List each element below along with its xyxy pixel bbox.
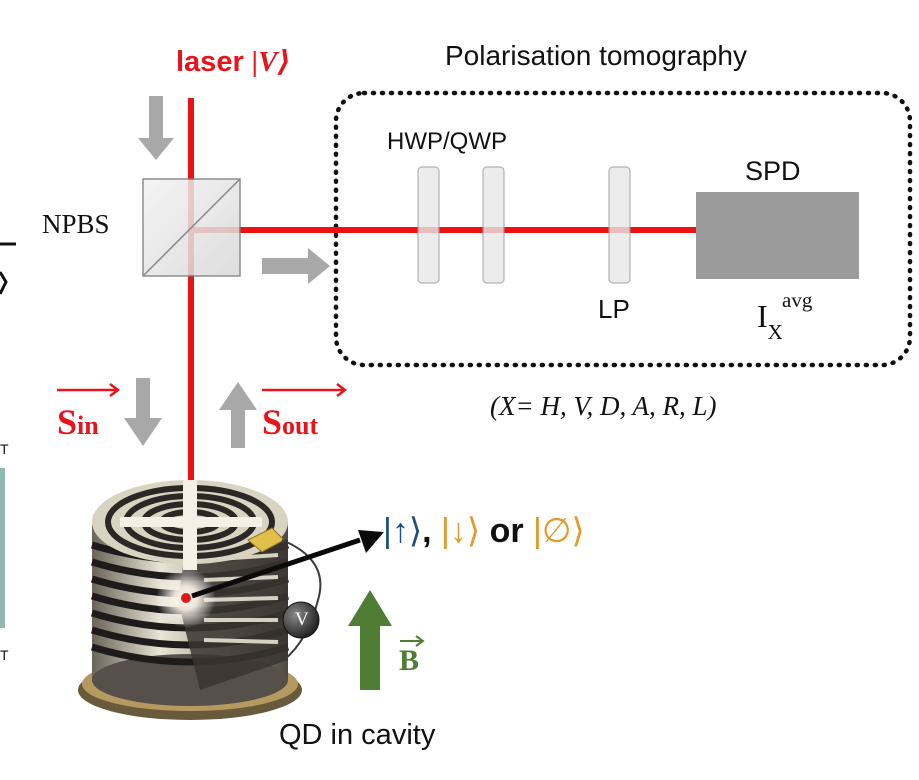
state-up: |↑⟩ [383,512,423,550]
b-field-label: B [399,644,420,677]
spd-label: SPD [745,156,801,186]
hwp-qwp-label: HWP/QWP [387,128,507,155]
npbs-label: NPBS [42,209,110,239]
tomography-title: Polarisation tomography [445,40,747,71]
laser-ket: |V⟩ [251,46,291,78]
left-edge-label-top: T [0,441,9,457]
qd-cavity-illustration [78,480,322,720]
pointer-arrow [191,530,384,599]
laser-label-prefix: laser [176,46,252,78]
spd-detector [696,192,859,279]
voltage-label: V [295,609,309,630]
arrow-up-sout [219,382,257,448]
state-or: or [480,512,534,550]
hwp-plate [417,166,440,284]
lp-label: LP [598,294,630,324]
lp-plate [608,166,631,284]
state-empty: |∅⟩ [533,512,585,550]
vector-arrows [57,383,348,397]
qd-cavity-label: QD in cavity [279,719,436,751]
left-edge-label-bottom: T [0,647,9,663]
basis-note: (X= H, V, D, A, R, L) [490,391,717,421]
spin-states-label: |↑⟩, |↓⟩ or |∅⟩ [383,514,585,548]
arrow-right [262,248,330,284]
gray-arrows [124,96,330,448]
intensity-base: I [757,298,768,334]
s-in-label: Sin [57,404,99,440]
b-vector-arrow [400,635,425,647]
tomography-box [333,90,913,368]
b-field-arrow [348,590,392,690]
s-out-sub: out [282,411,319,440]
laser-label: laser |V⟩ [176,48,291,77]
s-out-base: S [262,402,283,442]
arrow-down-top [138,96,174,160]
s-out-label: Sout [262,404,318,440]
intensity-sup: avg [782,288,813,312]
s-in-base: S [57,402,78,442]
intensity-sub: X [767,320,783,344]
qwp-plate [482,166,505,284]
left-edge-fragments [0,242,16,628]
left-edge-ket-bracket [0,271,8,295]
voltage-source [282,601,320,639]
arrow-down-sin [124,378,162,446]
s-in-sub: in [77,411,99,440]
npbs-cube [142,178,241,277]
state-down: |↓⟩ [441,512,481,550]
state-sep: , [422,512,442,550]
left-edge-colorbar [0,468,5,628]
